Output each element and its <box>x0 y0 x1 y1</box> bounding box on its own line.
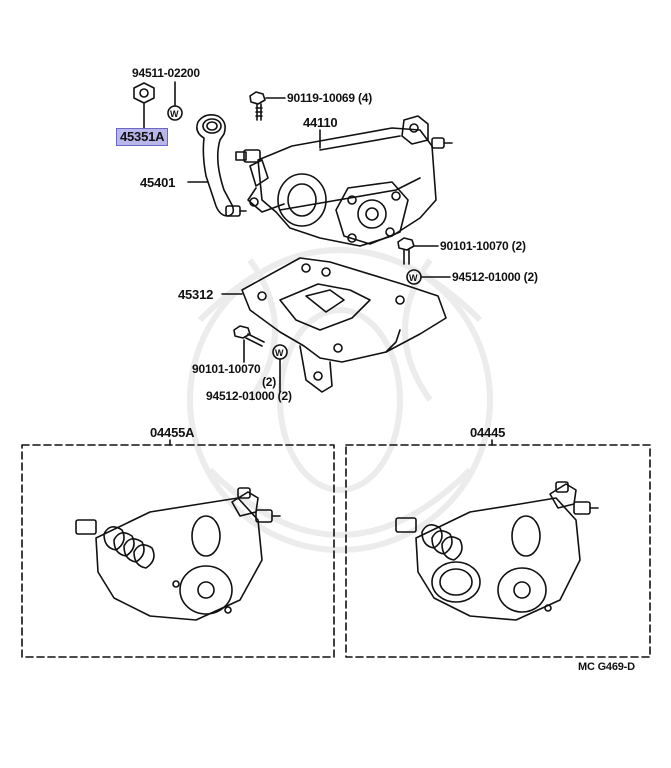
svg-text:W: W <box>275 348 284 358</box>
label-94512-01000-right: 94512-01000 (2) <box>452 270 538 284</box>
label-44110: 44110 <box>303 115 338 130</box>
figure-code: MC G469-D <box>578 661 635 673</box>
watermark-emblem <box>187 247 493 553</box>
label-45312: 45312 <box>178 287 214 302</box>
svg-text:W: W <box>170 109 179 119</box>
label-04445: 04445 <box>470 425 506 440</box>
pitman-arm-icon <box>196 114 247 217</box>
kit-b-gear-icon <box>395 481 599 621</box>
label-45351A-highlighted[interactable]: 45351A <box>116 128 169 146</box>
label-90101-10070-left: 90101-10070 <box>192 362 261 376</box>
label-94512-01000-left: 94512-01000 (2) <box>206 389 292 403</box>
svg-text:W: W <box>409 273 418 283</box>
bolt-right-icon <box>397 237 415 265</box>
label-90119-10069: 90119-10069 (4) <box>287 91 373 105</box>
lock-washer-icon: W <box>167 105 183 121</box>
bolt-left-icon <box>233 325 265 347</box>
pitman-nut-icon <box>133 82 155 104</box>
kit-a-gear-icon <box>75 487 281 621</box>
label-90101-10070-left-qty: (2) <box>262 375 277 389</box>
bracket-icon <box>241 257 447 393</box>
kit-a-frame <box>21 444 335 658</box>
kit-b-frame <box>345 444 651 658</box>
steering-gear-housing-icon <box>235 115 453 247</box>
label-04455A: 04455A <box>150 425 195 440</box>
label-90101-10070-right: 90101-10070 (2) <box>440 239 526 253</box>
bolt-top-icon <box>249 91 266 121</box>
label-94511-02200: 94511-02200 <box>132 66 200 80</box>
label-45401: 45401 <box>140 175 176 190</box>
washer-left-icon: W <box>272 344 288 360</box>
